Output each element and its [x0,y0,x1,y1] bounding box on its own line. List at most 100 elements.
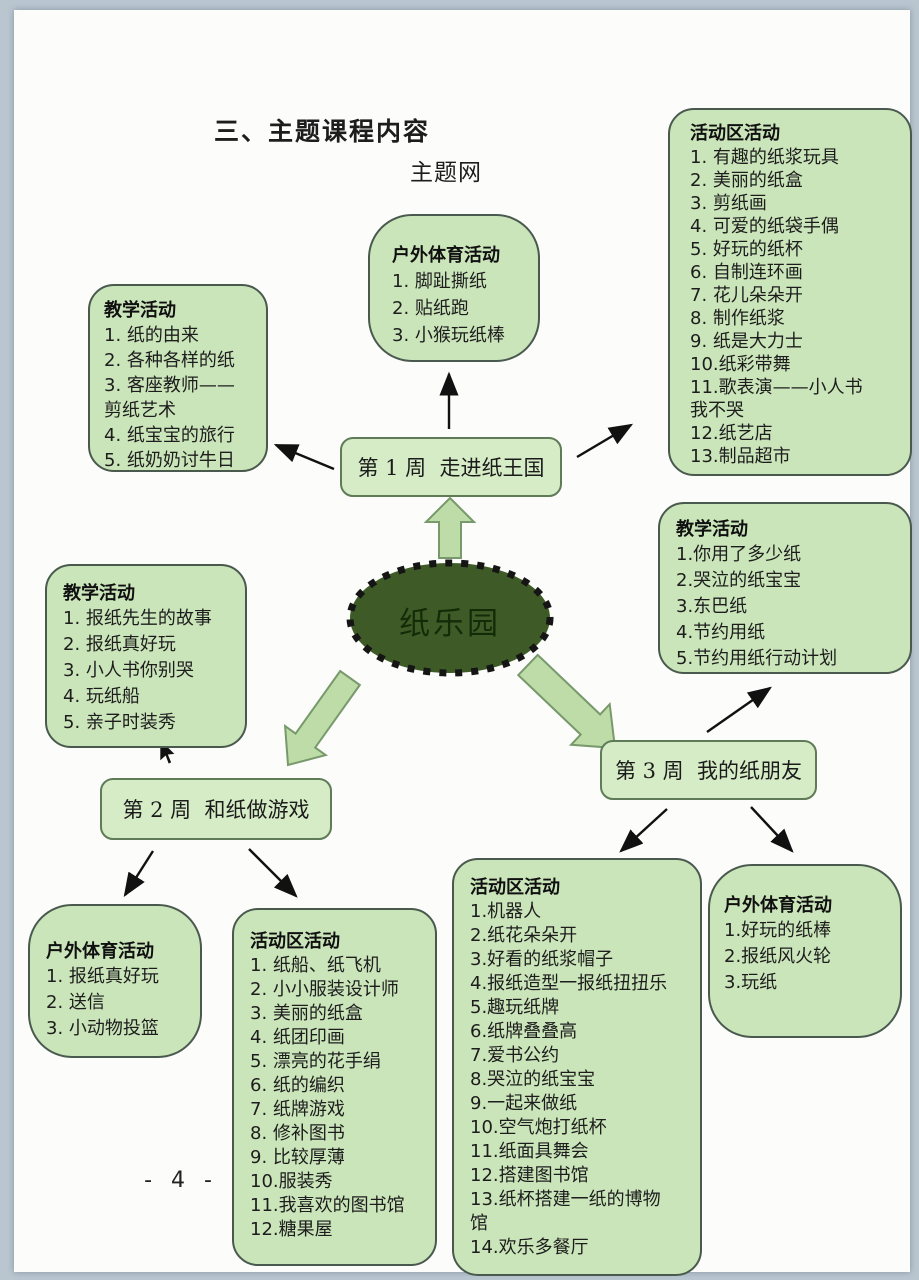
box-title: 教学活动 [104,300,176,321]
list-item: 13.纸杯搭建一纸的博物馆 [470,1189,661,1234]
block-arrow-down-left [283,669,362,767]
list-item: 2.纸花朵朵开 [470,925,578,946]
outdoor-sports-box-week2: 户外体育活动 1. 报纸真好玩 2. 送信 3. 小动物投篮 [28,904,202,1058]
list-item: 12.纸艺店 [690,423,773,444]
list-item: 1.你用了多少纸 [676,544,802,565]
arrow-week1-to-left-top [273,443,335,471]
list-item: 2. 送信 [46,992,105,1013]
list-item: 8.哭泣的纸宝宝 [470,1069,596,1090]
box-title: 教学活动 [676,519,748,540]
list-item: 2. 各种各样的纸 [104,350,235,371]
box-list: 1. 报纸真好玩 2. 送信 3. 小动物投篮 [46,964,190,1042]
list-item: 2. 小小服装设计师 [250,979,399,1000]
arrow-week2-to-bottom-mid-left [248,848,298,898]
list-item: 5. 好玩的纸杯 [690,239,803,260]
page-number: - 4 - [144,1168,218,1193]
list-item: 1. 报纸真好玩 [46,966,159,987]
block-arrow-down-right [516,653,617,750]
list-item: 6. 纸的编织 [250,1075,345,1096]
list-item: 13.制品超市 [690,446,791,467]
list-item: 10.纸彩带舞 [690,354,791,375]
list-item: 1. 纸船、纸飞机 [250,955,381,976]
list-item: 6. 自制连环画 [690,262,803,283]
list-item: 4.报纸造型一报纸扭扭乐 [470,973,668,994]
list-item: 3. 美丽的纸盒 [250,1003,363,1024]
list-item: 12.搭建图书馆 [470,1165,589,1186]
list-item: 2. 美丽的纸盒 [690,170,803,191]
list-item: 4. 纸宝宝的旅行 [104,425,235,446]
list-item: 12.糖果屋 [250,1219,333,1240]
list-item: 3. 小动物投篮 [46,1018,159,1039]
connector-arrows [123,371,794,898]
box-title: 户外体育活动 [46,941,154,962]
list-item: 14.欢乐多餐厅 [470,1237,589,1258]
list-item: 3. 小人书你别哭 [63,660,194,681]
list-item: 1. 报纸先生的故事 [63,608,212,629]
list-item: 1. 纸的由来 [104,325,199,346]
list-item: 1.好玩的纸棒 [724,920,832,941]
box-list: 1.好玩的纸棒 2.报纸风火轮 3.玩纸 [724,918,892,996]
list-item: 4. 可爱的纸袋手偶 [690,216,839,237]
list-item: 1.机器人 [470,901,542,922]
activity-area-box-week3: 活动区活动 1.机器人 2.纸花朵朵开 3.好看的纸浆帽子 4.报纸造型一报纸扭扭乐 5… [452,858,702,1276]
box-title: 户外体育活动 [392,245,500,266]
list-item: 5. 纸奶奶讨牛日 [104,450,235,471]
box-title: 活动区活动 [470,877,560,898]
list-item: 3. 小猴玩纸棒 [392,325,505,346]
list-item: 2.报纸风火轮 [724,946,832,967]
box-list: 1.你用了多少纸 2.哭泣的纸宝宝 3.东巴纸 4.节约用纸 5.节约用纸行动计划 [676,542,894,672]
week1-node: 第 1 周 走进纸王国 [340,437,562,497]
teaching-box-week1: 教学活动 1. 纸的由来 2. 各种各样的纸 3. 客座教师——剪纸艺术 4. 纸宝宝… [88,284,268,472]
list-item: 7. 花儿朵朵开 [690,285,803,306]
list-item: 11.纸面具舞会 [470,1141,589,1162]
week2-node: 第 2 周 和纸做游戏 [100,778,332,840]
hub-label: 纸乐园 [399,606,501,642]
box-title: 教学活动 [63,583,135,604]
list-item: 8. 制作纸浆 [690,308,785,329]
list-item: 1. 脚趾撕纸 [392,271,487,292]
list-item: 3.玩纸 [724,972,778,993]
document-title: 三、主题课程内容 [214,117,431,146]
box-list: 1.机器人 2.纸花朵朵开 3.好看的纸浆帽子 4.报纸造型一报纸扭扭乐 5.趣玩纸牌 6… [470,900,670,1260]
arrow-week3-to-right-mid [706,686,772,733]
arrow-week1-to-top-right [576,423,634,459]
activity-area-box-week2: 活动区活动 1. 纸船、纸飞机 2. 小小服装设计师 3. 美丽的纸盒 4. 纸团印画… [232,908,437,1266]
list-item: 7. 纸牌游戏 [250,1099,345,1120]
box-title: 活动区活动 [250,931,340,952]
outdoor-sports-box-week3: 户外体育活动 1.好玩的纸棒 2.报纸风火轮 3.玩纸 [708,864,902,1038]
arrow-week2-to-bottom-left [123,850,155,898]
list-item: 3. 客座教师——剪纸艺术 [104,375,235,421]
list-item: 10.服装秀 [250,1171,333,1192]
list-item: 10.空气炮打纸杯 [470,1117,607,1138]
list-item: 5.节约用纸行动计划 [676,648,838,669]
block-arrow-up [423,496,477,559]
list-item: 4. 纸团印画 [250,1027,345,1048]
teaching-box-week3: 教学活动 1.你用了多少纸 2.哭泣的纸宝宝 3.东巴纸 4.节约用纸 5.节约用纸行动… [658,502,912,674]
box-list: 1. 纸的由来 2. 各种各样的纸 3. 客座教师——剪纸艺术 4. 纸宝宝的旅行 5.… [104,323,244,473]
list-item: 8. 修补图书 [250,1123,345,1144]
list-item: 4.节约用纸 [676,622,766,643]
week3-node: 第 3 周 我的纸朋友 [600,740,817,800]
list-item: 5. 亲子时装秀 [63,712,176,733]
list-item: 3.东巴纸 [676,596,748,617]
list-item: 5. 漂亮的花手绢 [250,1051,381,1072]
list-item: 9. 比较厚薄 [250,1147,345,1168]
box-title: 活动区活动 [690,123,780,144]
box-list: 1. 纸船、纸飞机 2. 小小服装设计师 3. 美丽的纸盒 4. 纸团印画 5. 漂亮的… [250,954,423,1242]
list-item: 2.哭泣的纸宝宝 [676,570,802,591]
block-arrows [283,496,617,767]
list-item: 6.纸牌叠叠高 [470,1021,578,1042]
list-item: 5.趣玩纸牌 [470,997,560,1018]
list-item: 3. 剪纸画 [690,193,767,214]
list-item: 1. 有趣的纸浆玩具 [690,147,839,168]
list-item: 3.好看的纸浆帽子 [470,949,614,970]
box-title: 户外体育活动 [724,895,832,916]
